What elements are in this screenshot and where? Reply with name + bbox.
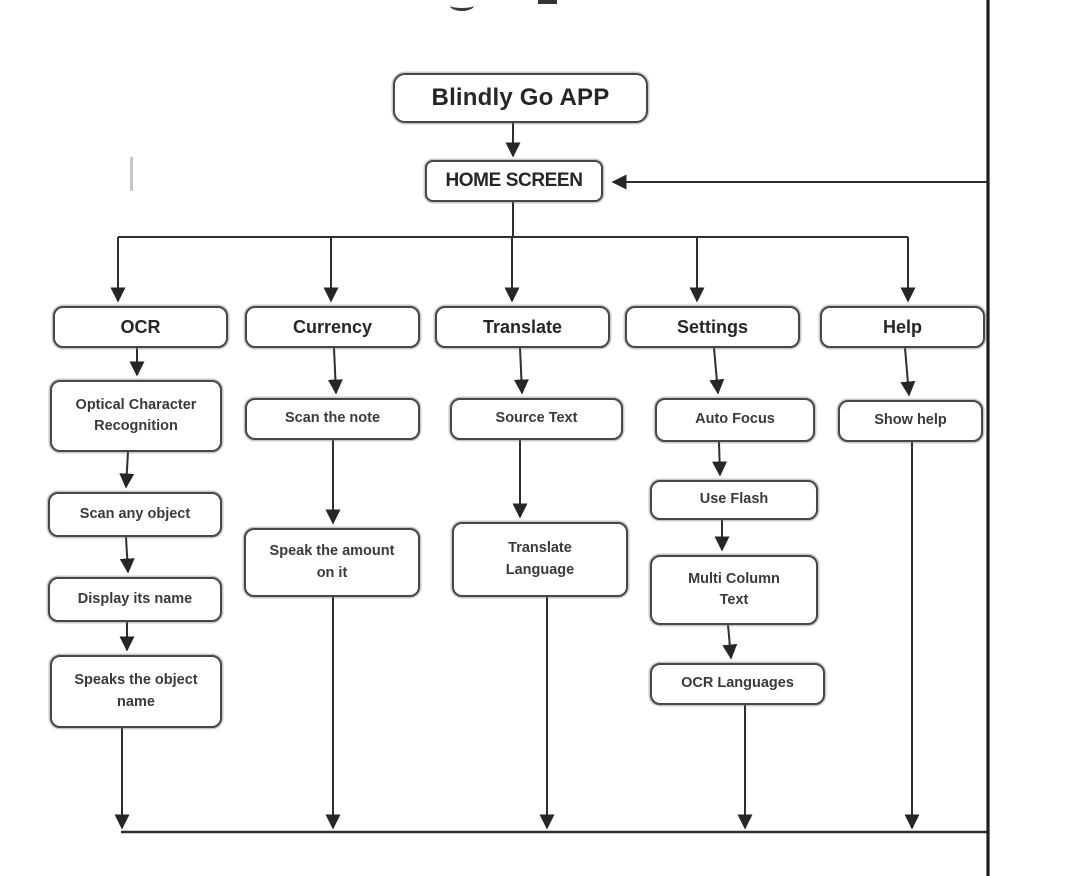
node-use-flash: Use Flash — [650, 480, 818, 520]
node-ocr: OCR — [53, 306, 228, 348]
node-speaks-the-object-name: Speaks the object name — [50, 655, 222, 728]
node-currency: Currency — [245, 306, 420, 348]
edge-autofocus-useflash — [712, 441, 728, 477]
scan-cursor-artifact — [130, 157, 133, 191]
edge-settings-autofocus — [709, 347, 725, 395]
node-ocr-languages: OCR Languages — [650, 663, 825, 705]
node-scan-any-object: Scan any object — [48, 492, 222, 537]
edge-desc-scanany — [119, 451, 135, 489]
node-translate: Translate — [435, 306, 610, 348]
node-auto-focus: Auto Focus — [655, 398, 815, 442]
node-help: Help — [820, 306, 985, 348]
node-show-help: Show help — [838, 400, 983, 442]
node-display-its-name: Display its name — [48, 577, 222, 622]
node-multi-column-text: Multi Column Text — [650, 555, 818, 625]
edge-help-showhelp — [900, 347, 916, 397]
node-scan-the-note: Scan the note — [245, 398, 420, 440]
node-blindly-go-app: Blindly Go APP — [393, 73, 648, 123]
node-speak-the-amount-on-it: Speak the amount on it — [244, 528, 420, 597]
edge-translate-source — [513, 347, 529, 395]
edge-currency-scannote — [327, 347, 343, 395]
node-settings: Settings — [625, 306, 800, 348]
edge-multicolumn-ocrlang — [722, 624, 738, 660]
node-optical-character-recognition: Optical Character Recognition — [50, 380, 222, 452]
cropped-text-artifact — [538, 0, 557, 4]
node-translate-language: Translate Language — [452, 522, 628, 597]
node-source-text: Source Text — [450, 398, 623, 440]
node-home-screen: HOME SCREEN — [425, 160, 603, 202]
edge-scanany-display — [119, 536, 135, 574]
cropped-text-artifact — [450, 0, 474, 11]
